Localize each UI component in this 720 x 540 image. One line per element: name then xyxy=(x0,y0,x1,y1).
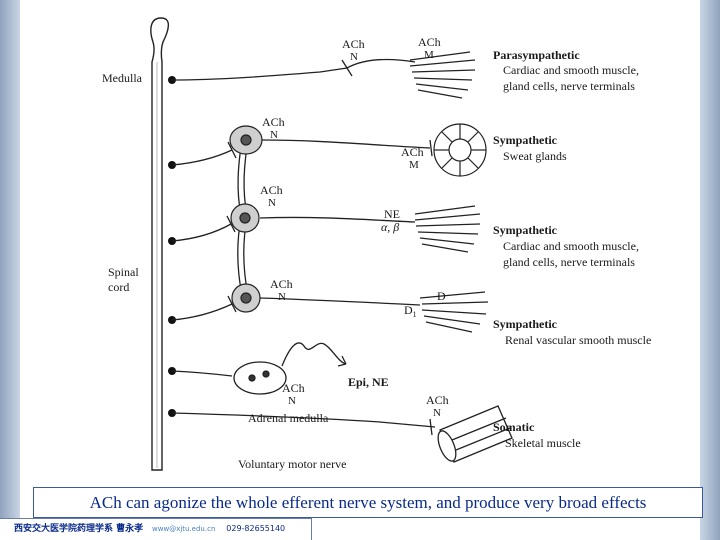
preganglionic-fibers xyxy=(171,141,237,321)
label-ach-para-m: ACh xyxy=(418,35,441,49)
spinal-nuclei xyxy=(168,76,176,417)
label-cord: cord xyxy=(108,280,129,294)
footer-phone: 029-82655140 xyxy=(226,524,286,533)
ganglion-2 xyxy=(230,203,260,233)
target-line2-0: gland cells, nerve terminals xyxy=(503,79,635,93)
footer-institution: 西安交大医学院药理学系 曹永孝 xyxy=(14,524,144,534)
footer-bar: 西安交大医学院药理学系 曹永孝 www@xjtu.edu.cn 029-8265… xyxy=(0,518,312,540)
label-spinal: Spinal xyxy=(108,265,139,279)
target-line1-2: Cardiac and smooth muscle, xyxy=(503,239,639,253)
label-n-gang1: N xyxy=(270,129,278,141)
label-n-gang2: N xyxy=(268,197,276,209)
target-line1-1: Sweat glands xyxy=(503,149,567,163)
label-ach-gang1: ACh xyxy=(262,115,285,129)
label-ach-sweat: ACh xyxy=(401,145,424,159)
label-n-para: N xyxy=(350,51,358,63)
target-title-2: Sympathetic xyxy=(493,223,558,237)
ganglion-1 xyxy=(229,125,263,155)
label-alpha-beta: α, β xyxy=(381,220,399,234)
ganglion-3 xyxy=(231,283,261,313)
label-ach-para-n: ACh xyxy=(342,37,365,51)
caption-box: ACh can agonize the whole efferent nerve… xyxy=(33,487,703,518)
spinal-column xyxy=(150,17,170,471)
label-d1: D1 xyxy=(404,303,417,319)
cardiac-muscle-fibers-1 xyxy=(409,51,476,99)
target-line1-0: Cardiac and smooth muscle, xyxy=(503,63,639,77)
label-n-adrenal: N xyxy=(288,395,296,407)
label-n-gang3: N xyxy=(278,291,286,303)
parasympathetic-pathway xyxy=(171,51,476,99)
target-title-4: Somatic xyxy=(493,420,535,434)
efferent-nerve-diagram: Medulla Spinal cord ACh N ACh M ACh N AC… xyxy=(20,0,700,487)
label-voluntary-motor-nerve: Voluntary motor nerve xyxy=(238,457,346,471)
target-line1-4: Skeletal muscle xyxy=(505,436,581,450)
adrenal-pathway xyxy=(171,342,347,395)
target-title-0: Parasympathetic xyxy=(493,48,580,62)
label-m-para: M xyxy=(424,49,434,61)
renal-vascular-muscle xyxy=(419,291,489,333)
somatic-pathway xyxy=(171,405,513,463)
caption-text: ACh can agonize the whole efferent nerve… xyxy=(89,493,647,512)
label-d: D xyxy=(437,289,446,303)
target-line2-2: gland cells, nerve terminals xyxy=(503,255,635,269)
sweat-gland xyxy=(433,123,487,177)
target-title-3: Sympathetic xyxy=(493,317,558,331)
label-ach-gang3: ACh xyxy=(270,277,293,291)
label-ach-adrenal: ACh xyxy=(282,381,305,395)
label-medulla: Medulla xyxy=(102,71,143,85)
label-ne: NE xyxy=(384,207,400,221)
cardiac-muscle-fibers-2 xyxy=(414,205,481,253)
target-title-1: Sympathetic xyxy=(493,133,558,147)
label-ach-somatic: ACh xyxy=(426,393,449,407)
postganglionic-fibers xyxy=(259,139,433,306)
target-line1-3: Renal vascular smooth muscle xyxy=(505,333,651,347)
label-m-sweat: M xyxy=(409,159,419,171)
label-ach-gang2: ACh xyxy=(260,183,283,197)
left-side-panel xyxy=(0,0,20,540)
diagram-svg: Medulla Spinal cord ACh N ACh M ACh N AC… xyxy=(102,17,651,471)
right-side-panel xyxy=(700,0,720,540)
label-n-somatic: N xyxy=(433,407,441,419)
label-epi-ne: Epi, NE xyxy=(348,375,389,389)
label-adrenal-medulla: Adrenal medulla xyxy=(248,411,329,425)
footer-website[interactable]: www@xjtu.edu.cn xyxy=(152,525,216,533)
